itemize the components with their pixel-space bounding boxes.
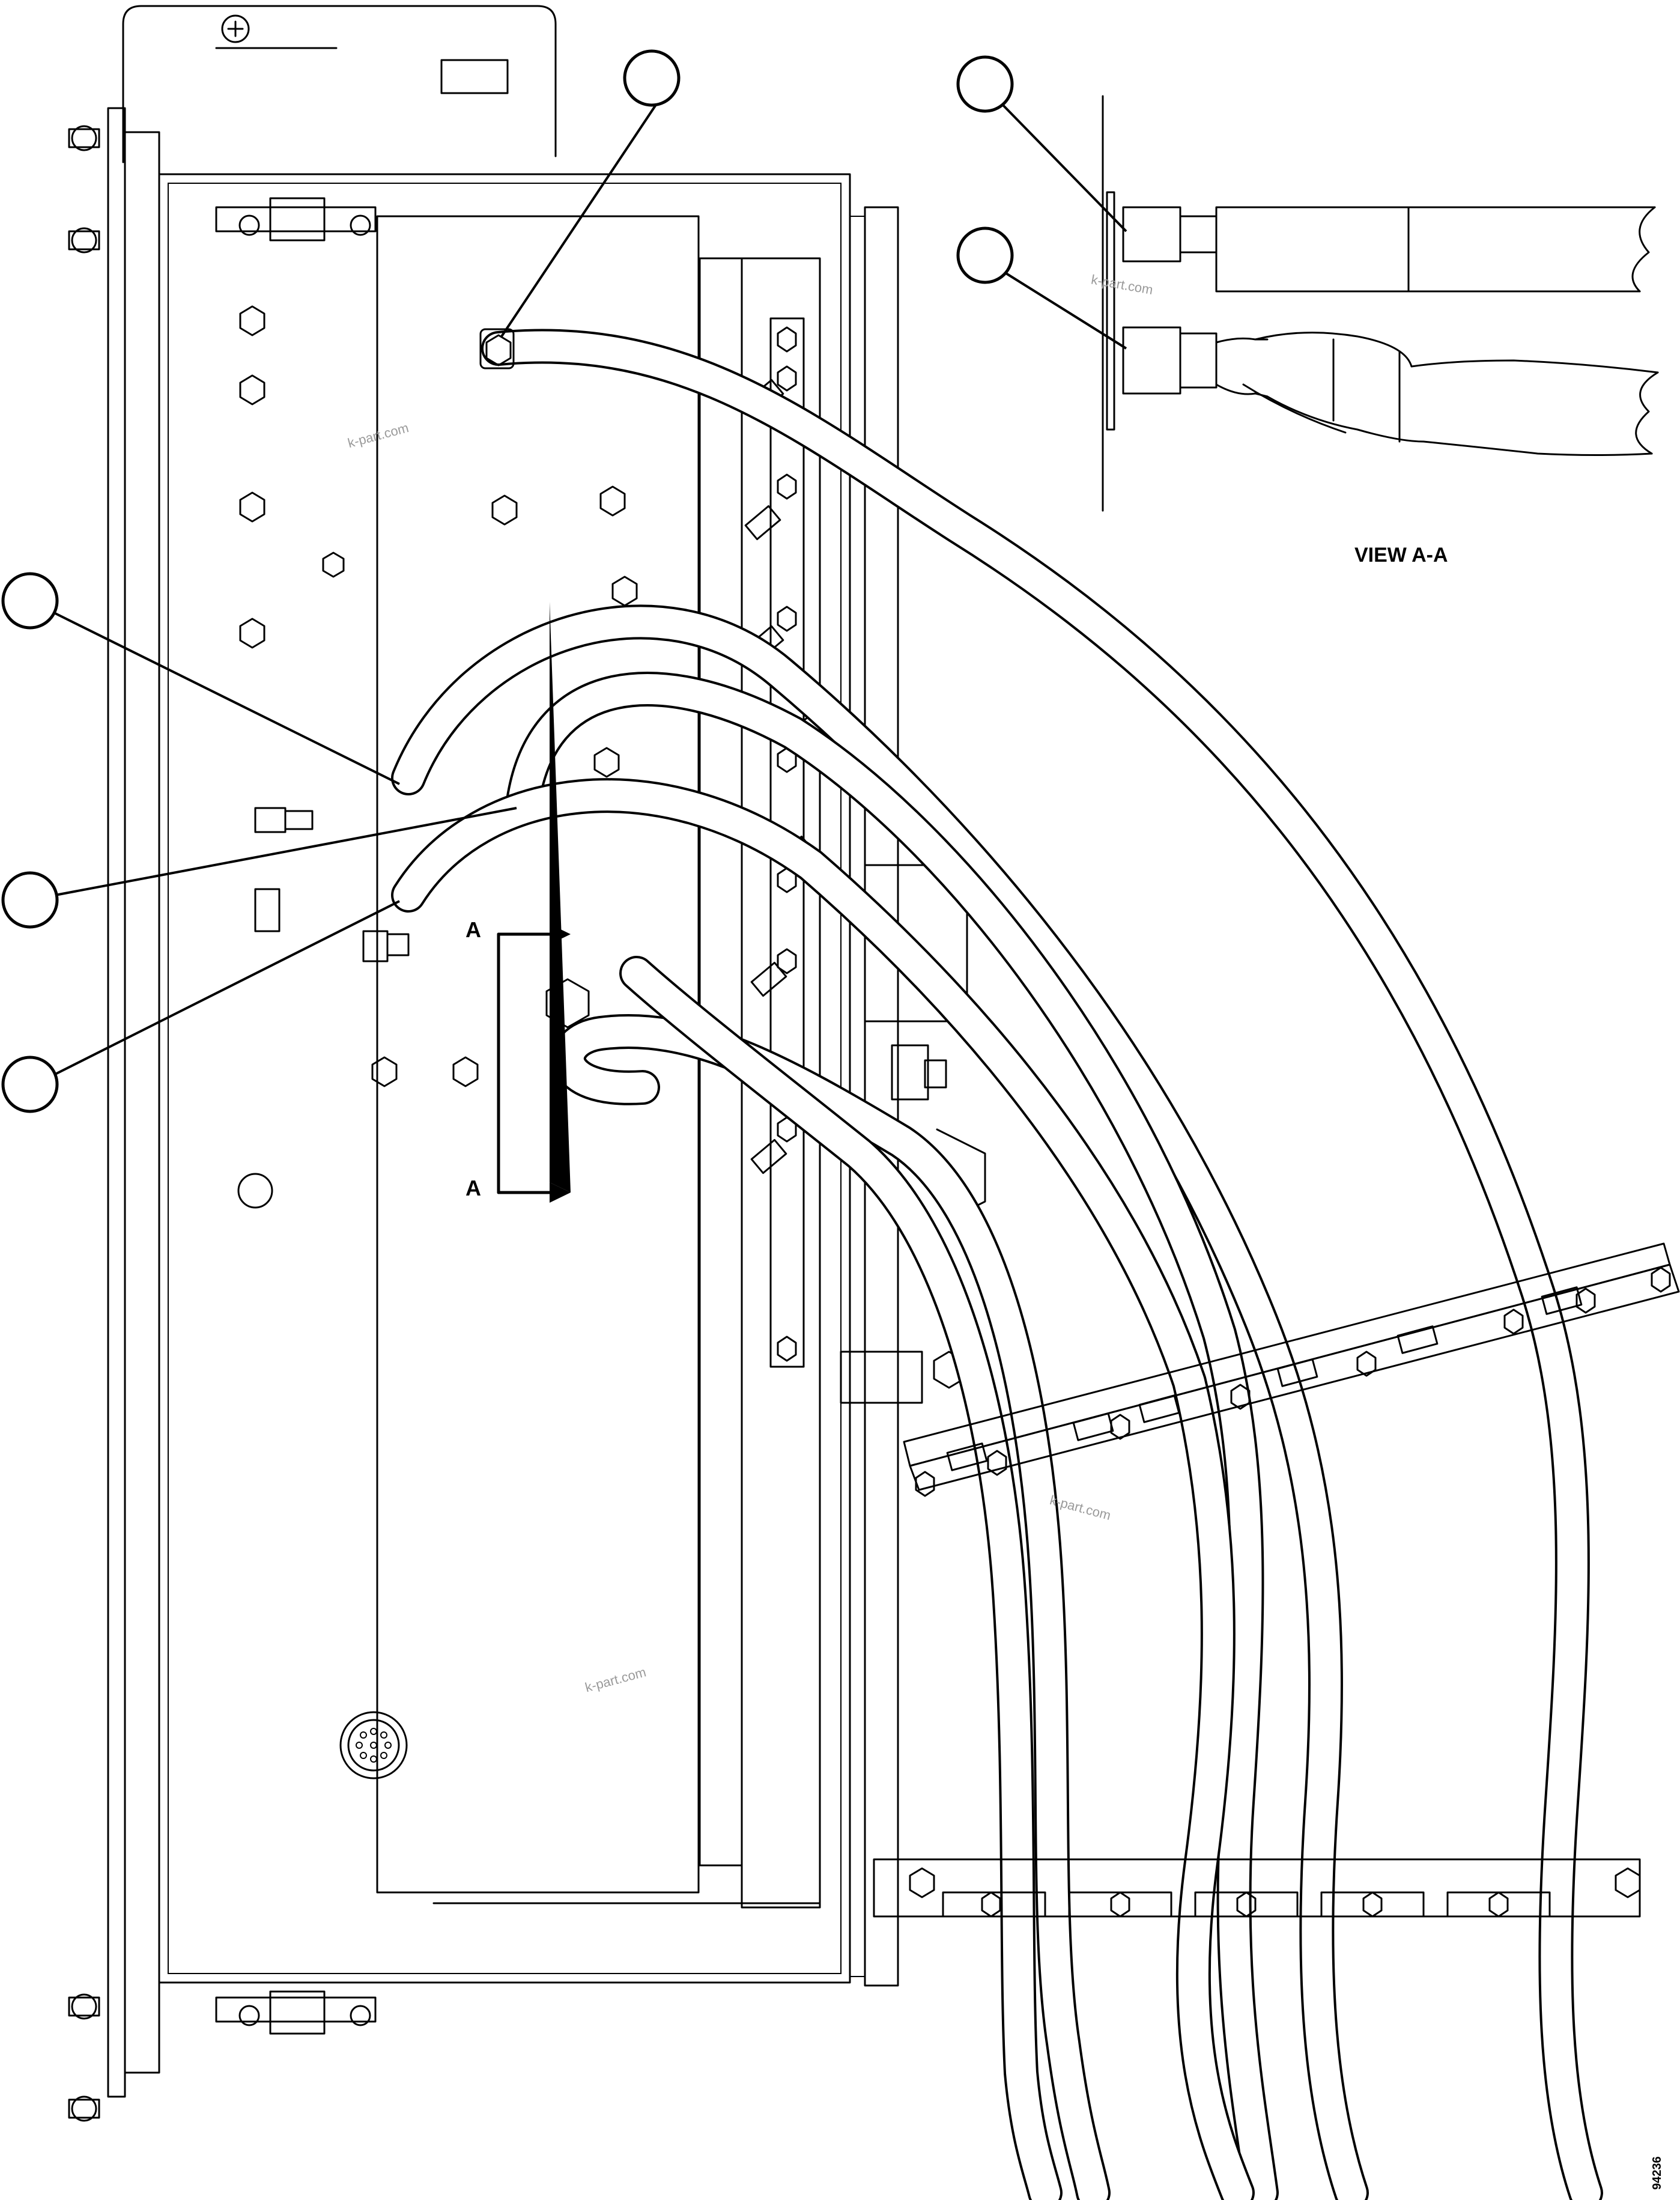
flange-bolt <box>68 1993 100 2020</box>
section-label-top: A <box>465 917 481 942</box>
horizontal-clamp-bar <box>873 1858 1641 1918</box>
callout-circle-icon[interactable] <box>1 1056 59 1113</box>
hoses <box>391 328 1603 2200</box>
hose-3 <box>505 672 1279 2200</box>
callout-circle-icon[interactable] <box>956 55 1014 113</box>
hex-nut <box>239 491 265 523</box>
drawing-code: 94236 <box>1651 2156 1664 2190</box>
diagonal-clamp-bar <box>903 1242 1680 1497</box>
lower-bulkhead-fitting <box>1122 326 1181 395</box>
callout-circle-icon[interactable] <box>1 572 59 630</box>
watermark: k-part.com <box>346 420 410 451</box>
hex-nut <box>599 485 626 517</box>
watermark: k-part.com <box>583 1664 647 1695</box>
hex-nut <box>545 978 590 1029</box>
hex-nut <box>491 494 518 526</box>
view-a-a-inset <box>1102 95 1659 512</box>
hex-nut <box>452 1056 479 1087</box>
hex-nut <box>371 1056 398 1087</box>
upper-bulkhead-fitting <box>1122 206 1181 263</box>
elbow-fitting <box>284 810 314 830</box>
callout-circle-icon[interactable] <box>1 871 59 929</box>
plug <box>237 1173 273 1209</box>
hex-nut <box>611 576 638 607</box>
elbow-fitting <box>254 888 281 932</box>
watermark: k-part.com <box>1090 272 1154 297</box>
hex-nut <box>239 374 265 406</box>
section-label-bottom: A <box>465 1176 481 1200</box>
section-arrow-icon <box>497 602 571 1203</box>
elbow-fitting <box>362 930 389 962</box>
circular-connector-icon <box>339 1711 408 1779</box>
hex-nut <box>239 305 265 336</box>
flange-bolt <box>68 2095 100 2122</box>
hex-nut <box>322 552 345 578</box>
hex-nut <box>593 747 620 778</box>
elbow-fitting <box>386 933 410 956</box>
elbow-fitting <box>254 807 287 833</box>
callouts <box>1 49 1127 1113</box>
flange-bolt <box>68 227 100 254</box>
view-title: VIEW A-A <box>1354 544 1448 567</box>
callout-circle-icon[interactable] <box>956 226 1014 284</box>
main-housing <box>107 5 899 2098</box>
flange-bolt <box>68 125 100 151</box>
callout-circle-icon[interactable] <box>623 49 681 107</box>
hex-nut <box>239 618 265 649</box>
